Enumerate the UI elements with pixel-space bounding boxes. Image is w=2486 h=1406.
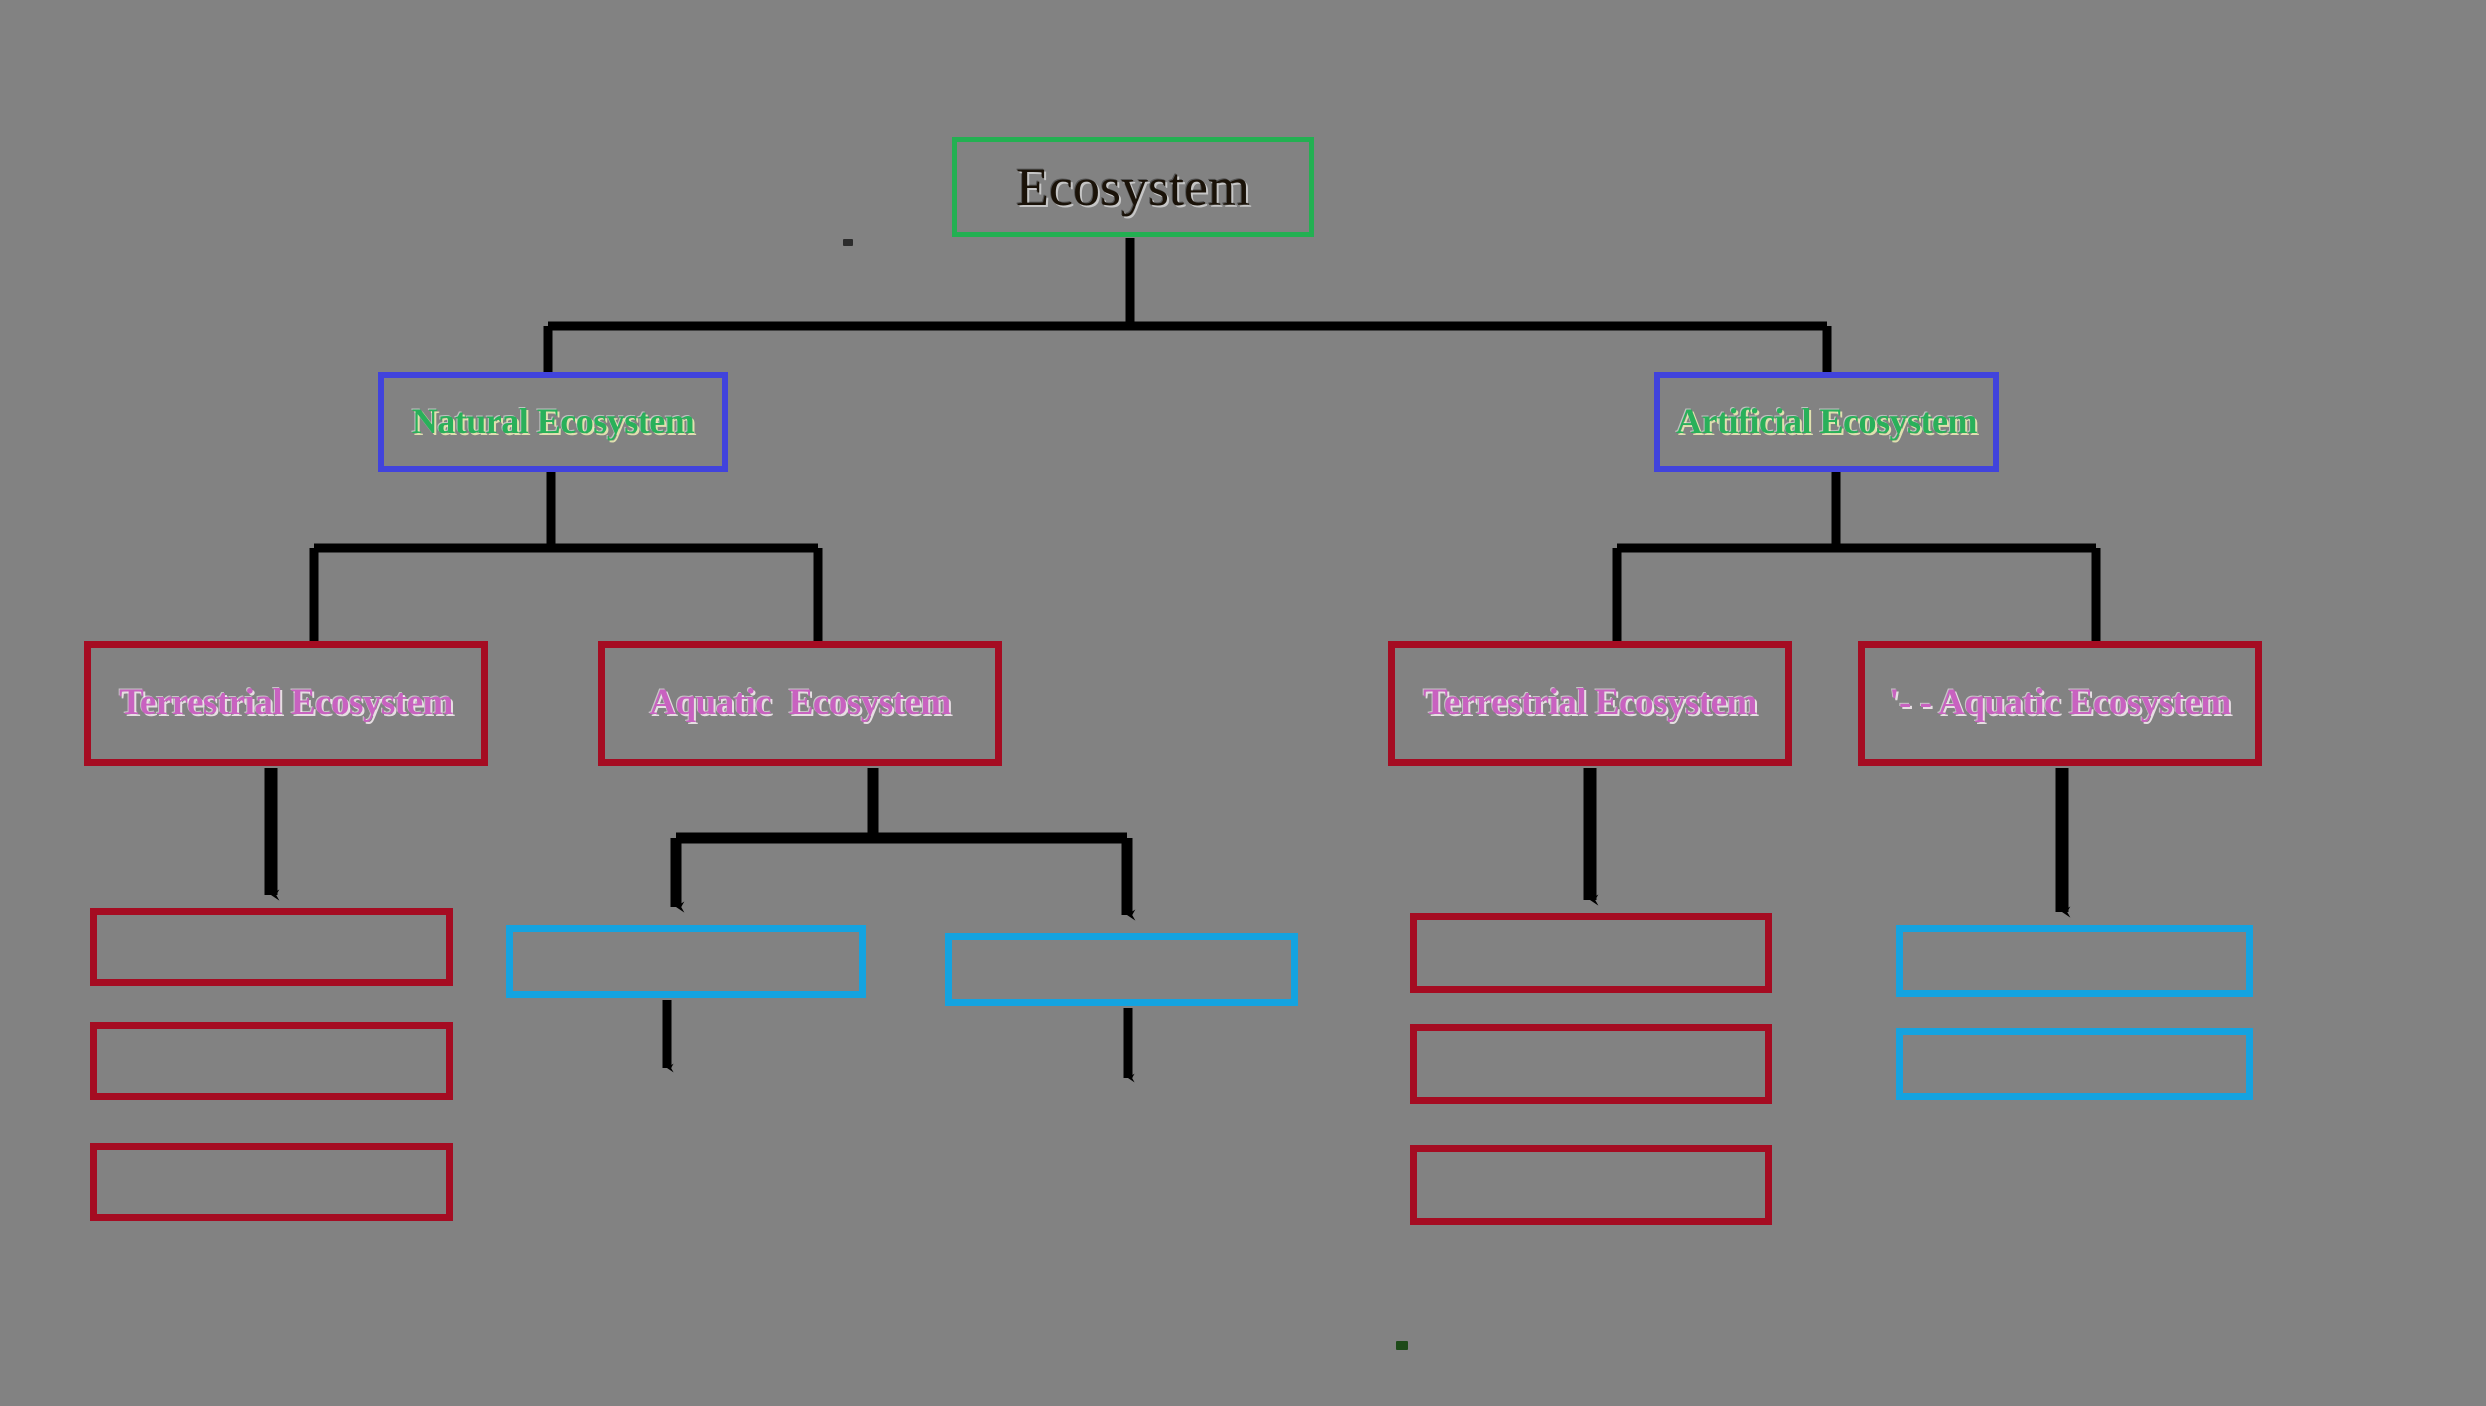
node-label: Aquatic Ecosystem <box>649 682 951 724</box>
leaf-box-artificial-terrestrial-1[interactable] <box>1410 913 1772 993</box>
node-natural-ecosystem[interactable]: Natural Ecosystem <box>378 372 728 472</box>
artifact-speck-upper <box>843 239 853 246</box>
leaf-box-natural-aquatic-1[interactable] <box>506 925 866 998</box>
wire-natural-to-bus <box>309 472 823 641</box>
node-label: Ecosystem <box>1016 156 1250 217</box>
wire-nat-aquatic-split <box>670 768 1136 921</box>
leaf-box-artificial-terrestrial-2[interactable] <box>1410 1024 1772 1104</box>
wire-dangling-arrows <box>662 1000 1135 1083</box>
node-natural-terrestrial-ecosystem[interactable]: Terrestrial Ecosystem <box>84 641 488 766</box>
node-label: '- - Aquatic Ecosystem <box>1889 682 2231 724</box>
leaf-box-artificial-terrestrial-3[interactable] <box>1410 1145 1772 1225</box>
node-artificial-terrestrial-ecosystem[interactable]: Terrestrial Ecosystem <box>1388 641 1792 766</box>
wire-artificial-to-bus <box>1612 472 2101 641</box>
artifact-speck-lower <box>1396 1341 1408 1350</box>
node-label: Terrestrial Ecosystem <box>1423 682 1757 724</box>
leaf-box-natural-terrestrial-3[interactable] <box>90 1143 453 1221</box>
leaf-box-natural-aquatic-2[interactable] <box>945 933 1298 1006</box>
leaf-box-artificial-aquatic-2[interactable] <box>1896 1028 2253 1100</box>
node-label: Terrestrial Ecosystem <box>119 682 453 724</box>
node-label: Artificial Ecosystem <box>1676 401 1977 442</box>
node-ecosystem-root[interactable]: Ecosystem <box>952 137 1314 237</box>
node-artificial-aquatic-ecosystem[interactable]: '- - Aquatic Ecosystem <box>1858 641 2262 766</box>
leaf-box-natural-terrestrial-1[interactable] <box>90 908 453 986</box>
leaf-box-artificial-aquatic-1[interactable] <box>1896 925 2253 997</box>
node-natural-aquatic-ecosystem[interactable]: Aquatic Ecosystem <box>598 641 1002 766</box>
node-artificial-ecosystem[interactable]: Artificial Ecosystem <box>1654 372 1999 472</box>
node-label: Natural Ecosystem <box>411 401 695 442</box>
leaf-box-natural-terrestrial-2[interactable] <box>90 1022 453 1100</box>
wire-root-to-bus <box>543 238 1832 372</box>
